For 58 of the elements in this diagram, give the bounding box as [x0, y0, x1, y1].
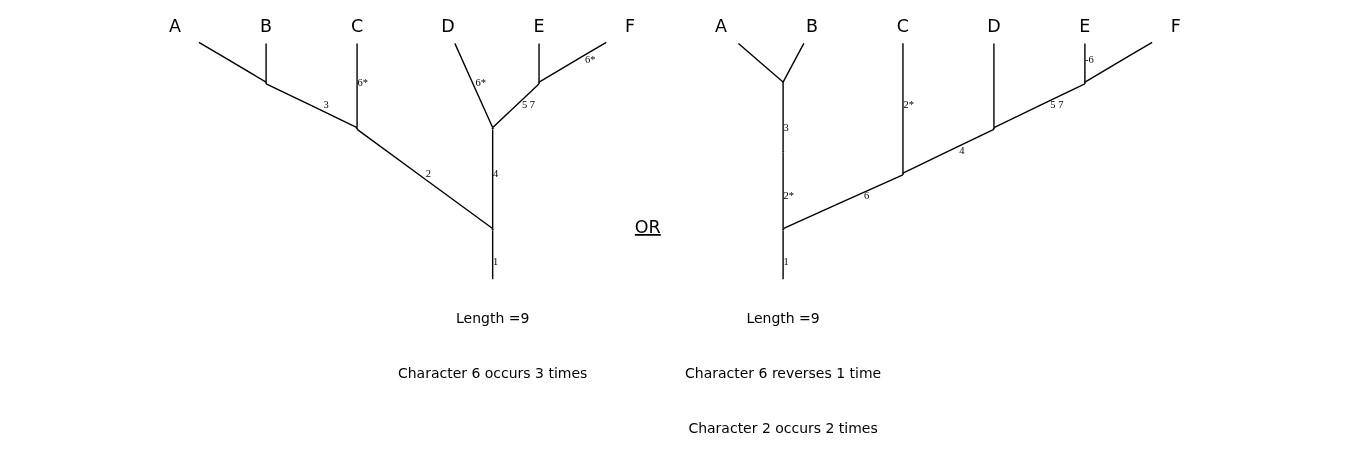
connector	[737, 42, 784, 83]
edge-label: 6	[863, 190, 869, 202]
connector	[781, 151, 784, 230]
edge-label: 6*	[584, 53, 595, 65]
node-text: D	[986, 15, 1001, 36]
node-point	[1083, 81, 1086, 85]
connector	[992, 42, 995, 129]
node-text: B	[805, 15, 818, 36]
edge-label: 4	[492, 167, 498, 179]
edge-label: 2	[425, 167, 431, 179]
connector	[355, 128, 493, 230]
node-point	[781, 228, 784, 231]
label: Character 2 occurs 2 times	[687, 419, 878, 436]
connector	[781, 42, 805, 83]
node-point	[491, 127, 494, 130]
edge-label: 5 7	[1049, 99, 1063, 111]
connector	[491, 128, 493, 230]
node-point	[355, 127, 358, 130]
label: Length =9	[455, 309, 529, 326]
node-text: D	[440, 15, 455, 36]
node-text: C	[896, 15, 909, 36]
edge-label: 3	[783, 122, 789, 134]
edge-label: 3	[322, 99, 329, 111]
node-point	[781, 81, 784, 85]
node-point	[537, 81, 540, 85]
node-text: E	[1078, 15, 1090, 36]
node-text: A	[168, 15, 181, 36]
node-text: C	[350, 15, 363, 36]
label: Character 6 occurs 3 times	[397, 364, 587, 381]
connector	[453, 42, 493, 129]
node-text: F	[624, 15, 635, 36]
node-text: A	[714, 15, 727, 36]
connector	[491, 229, 493, 280]
edge-label: 2*	[902, 99, 914, 111]
edge-label: 1	[492, 256, 498, 268]
node-text: B	[259, 15, 272, 36]
node-point	[992, 127, 995, 130]
connector	[781, 83, 784, 151]
edge-label: 6*	[475, 76, 486, 88]
edge-label: 2*	[783, 190, 794, 202]
label: Character 6 reverses 1 time	[684, 364, 881, 381]
edge-label: 1	[783, 256, 789, 268]
edge-label: 6*	[357, 76, 368, 88]
connector	[781, 229, 784, 280]
node-point	[491, 228, 494, 231]
connector	[537, 42, 540, 83]
node-text: E	[533, 15, 545, 36]
node-point	[901, 172, 904, 175]
connector	[491, 83, 540, 129]
node-point	[781, 150, 784, 153]
node-text: F	[1170, 15, 1181, 36]
node-point	[264, 81, 267, 85]
connector	[537, 41, 607, 83]
label: OR	[634, 217, 661, 237]
label: Length =9	[745, 309, 820, 326]
connector	[355, 42, 358, 129]
edge-label: 4	[958, 144, 965, 156]
edge-label: 5 7	[521, 99, 535, 111]
